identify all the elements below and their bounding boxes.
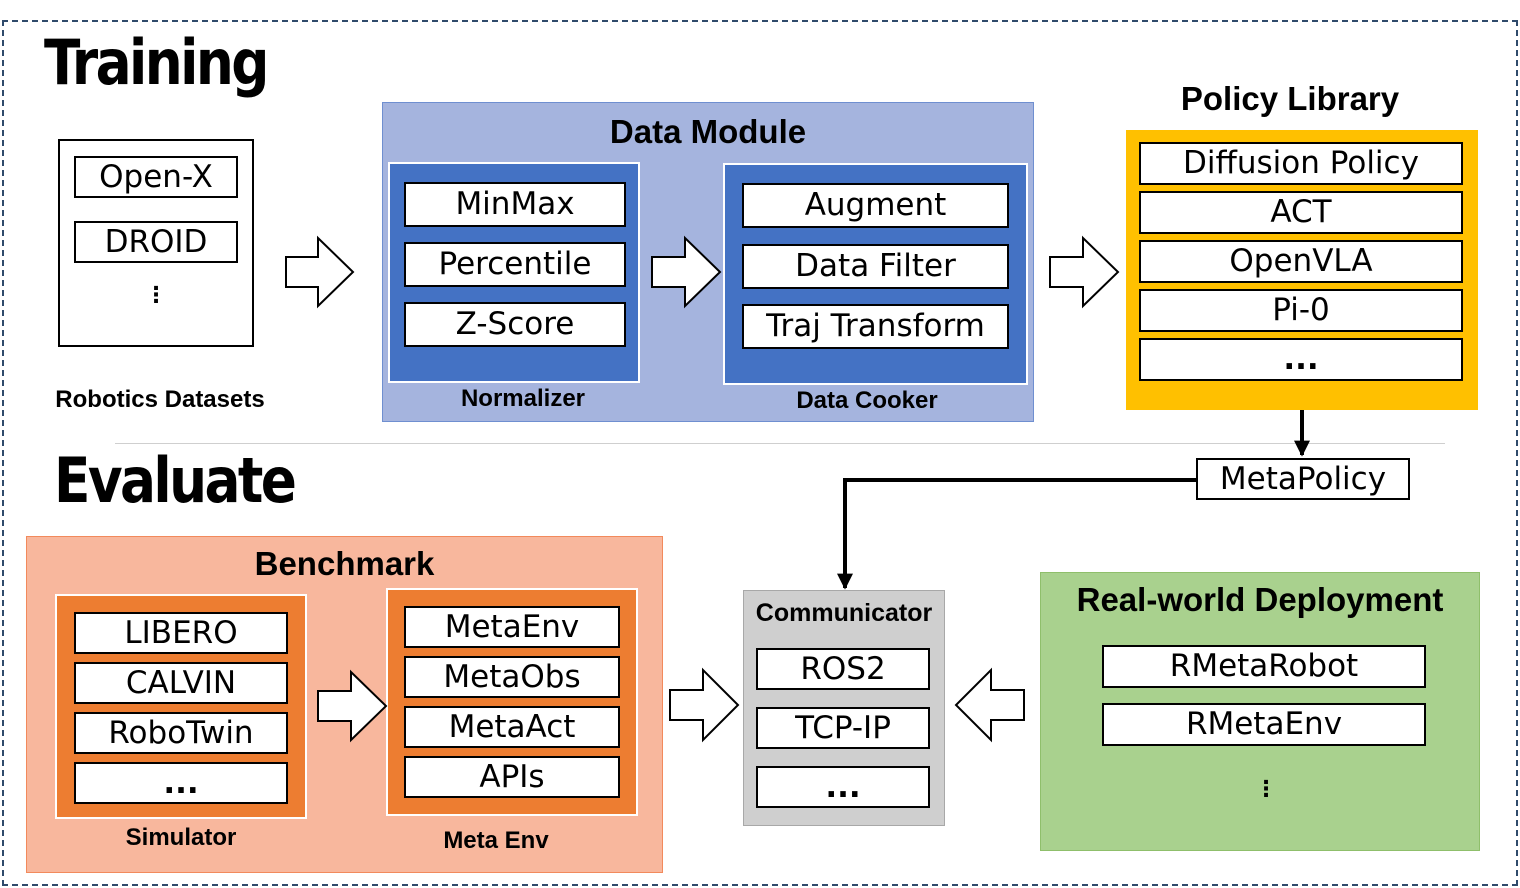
sim-more: ...	[74, 762, 288, 804]
policy-openvla: OpenVLA	[1139, 240, 1463, 283]
communicator-panel: Communicator ROS2 TCP-IP ...	[743, 590, 945, 826]
data-module-panel: Data Module MinMax Percentile Z-Score No…	[382, 102, 1034, 422]
dataset-open-x: Open-X	[74, 156, 238, 198]
outer-dashed-border	[2, 20, 1518, 886]
policy-more: ...	[1139, 338, 1463, 381]
policy-library-title: Policy Library	[1180, 80, 1400, 117]
sim-calvin: CALVIN	[74, 662, 288, 704]
real-world-panel: Real-world Deployment RMetaRobot RMetaEn…	[1040, 572, 1480, 851]
meta-env-panel: MetaEnv MetaObs MetaAct APIs	[386, 588, 638, 816]
normalizer-z-score: Z-Score	[404, 302, 626, 347]
sim-libero: LIBERO	[74, 612, 288, 654]
normalizer-minmax: MinMax	[404, 182, 626, 227]
data-cooker-panel: Augment Data Filter Traj Transform	[723, 163, 1028, 385]
arrow-benchmark-to-communicator	[669, 667, 740, 743]
cooker-data-filter: Data Filter	[742, 244, 1009, 289]
section-separator	[115, 443, 1445, 444]
meta-env-metaenv: MetaEnv	[404, 606, 620, 648]
arrow-datasets-to-module	[285, 235, 355, 309]
simulator-caption: Simulator	[125, 824, 237, 851]
comm-more: ...	[756, 766, 930, 808]
policy-diffusion-policy: Diffusion Policy	[1139, 142, 1463, 185]
arrow-real-world-to-communicator	[954, 667, 1025, 743]
connector-metapolicy-to-communicator	[837, 478, 1196, 590]
datasets-caption: Robotics Datasets	[55, 386, 265, 413]
comm-tcp-ip: TCP-IP	[756, 707, 930, 749]
communicator-title: Communicator	[755, 599, 933, 627]
datasets-box: Open-X DROID ⋮	[58, 139, 254, 347]
normalizer-caption: Normalizer	[460, 385, 586, 412]
comm-ros2: ROS2	[756, 648, 930, 690]
cooker-traj-transform: Traj Transform	[742, 304, 1009, 349]
sim-robotwin: RoboTwin	[74, 712, 288, 754]
data-cooker-caption: Data Cooker	[796, 387, 938, 414]
policy-library-panel: Diffusion Policy ACT OpenVLA Pi-0 ...	[1126, 130, 1478, 410]
benchmark-title: Benchmark	[254, 545, 435, 582]
policy-act: ACT	[1139, 191, 1463, 234]
meta-policy-box: MetaPolicy	[1196, 458, 1410, 500]
arrow-module-to-policy	[1049, 235, 1120, 309]
arrow-normalizer-to-cooker	[651, 235, 722, 309]
arrow-simulator-to-meta-env	[317, 669, 388, 743]
meta-env-caption: Meta Env	[443, 827, 549, 854]
normalizer-panel: MinMax Percentile Z-Score	[388, 162, 640, 383]
meta-env-metaact: MetaAct	[404, 706, 620, 748]
real-rmetarobot: RMetaRobot	[1102, 645, 1426, 688]
policy-pi-0: Pi-0	[1139, 289, 1463, 332]
simulator-panel: LIBERO CALVIN RoboTwin ...	[55, 594, 307, 819]
data-module-title: Data Module	[609, 113, 807, 150]
dataset-droid: DROID	[74, 221, 238, 263]
meta-env-apis: APIs	[404, 756, 620, 798]
normalizer-percentile: Percentile	[404, 242, 626, 287]
real-world-title: Real-world Deployment	[1076, 581, 1444, 618]
cooker-augment: Augment	[742, 183, 1009, 228]
real-rmetaenv: RMetaEnv	[1102, 703, 1426, 746]
evaluate-title: Evaluate	[54, 444, 297, 517]
meta-env-metaobs: MetaObs	[404, 656, 620, 698]
training-title: Training	[44, 26, 269, 99]
